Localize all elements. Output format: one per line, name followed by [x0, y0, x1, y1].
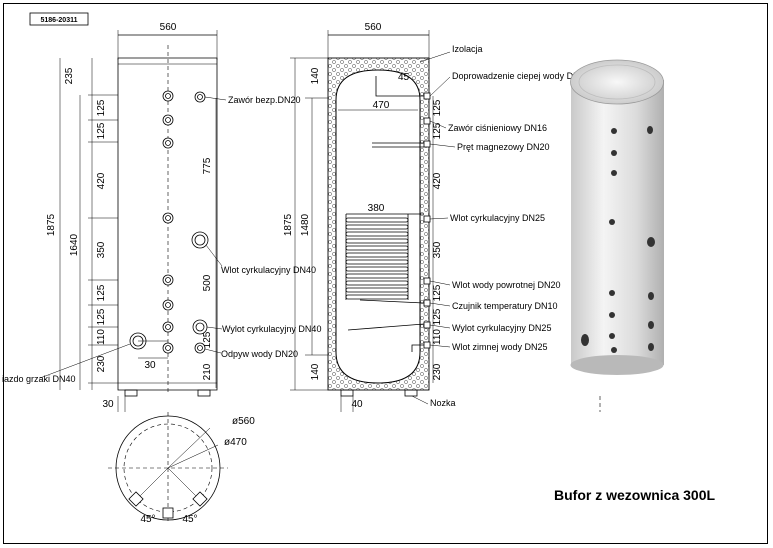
plan-outer-diameter: ø560 — [232, 416, 255, 427]
section-dim-140-top: 140 — [310, 67, 321, 84]
coil-turn — [345, 280, 409, 286]
front-left-dim-0: 125 — [96, 99, 107, 116]
label-pret: Pręt magnezowy DN20 — [457, 142, 550, 152]
front-dim-30: 30 — [144, 360, 156, 371]
coil-turn — [345, 252, 409, 258]
section-dim-470: 470 — [373, 100, 390, 111]
coil-turn — [345, 266, 409, 272]
coil-frame — [345, 213, 424, 300]
front-left-dim-5: 125 — [96, 308, 107, 325]
front-left-dim-3: 350 — [96, 241, 107, 258]
drawing-frame — [3, 3, 768, 544]
section-right-dim-3: 350 — [432, 241, 443, 258]
front-left-dim-2: 420 — [96, 172, 107, 189]
section-right-dim-6: 110 — [432, 329, 443, 345]
coil-turn — [345, 238, 409, 244]
section-dim-380: 380 — [368, 203, 385, 214]
front-right-dim-210: 210 — [202, 363, 213, 380]
plan-angle-left: 45° — [140, 514, 155, 525]
front-dim-1875: 1875 — [46, 213, 57, 236]
coil-turn — [345, 217, 409, 223]
section-view: 560 45 470 380 140 1875 — [283, 22, 590, 412]
section-right-dim-2: 420 — [432, 172, 443, 189]
front-right-dim-775: 775 — [202, 157, 213, 174]
section-right-dim-0: 125 — [432, 99, 443, 116]
plan-inner-diameter: ø470 — [224, 437, 247, 448]
label-izolacja: Izolacja — [452, 44, 483, 54]
section-dim-1480: 1480 — [300, 213, 311, 236]
coil-turn — [345, 273, 409, 279]
front-left-dim-6: 110 — [96, 329, 107, 345]
label-wlot-cyrk-40: Wlot cyrkulacyjny DN40 — [221, 265, 316, 275]
front-right-dim-500: 500 — [202, 274, 213, 291]
section-right-dim-5: 125 — [432, 308, 443, 325]
front-bottom-dim: 30 — [102, 399, 114, 410]
front-view: 560 235 1875 1640 125 125 420 350 — [2, 22, 321, 412]
label-gniazdo: iazdo grzaki DN40 — [2, 374, 76, 384]
front-width-label: 560 — [160, 22, 177, 33]
section-right-dim-7: 230 — [432, 363, 443, 380]
coil — [345, 213, 424, 300]
section-dim-1875: 1875 — [283, 213, 294, 236]
label-wlot-powrotnej: Wlot wody powrotnej DN20 — [452, 280, 561, 290]
label-zawor-cisn: Zawór ciśnieniowy DN16 — [448, 123, 547, 133]
section-dim-140-bottom: 140 — [310, 363, 321, 380]
label-wlot-zimnej: Wlot zimnej wody DN25 — [452, 342, 548, 352]
front-dim-1640: 1640 — [69, 233, 80, 256]
drawing-title: Bufor z wezownica 300L — [554, 487, 715, 503]
coil-turn — [345, 245, 409, 251]
section-width-label: 560 — [365, 22, 382, 33]
label-wylot-cyrk-40: Wylot cyrkulacyjny DN40 — [222, 324, 321, 334]
section-bottom-dim: 40 — [351, 399, 363, 410]
section-right-dim-1: 125 — [432, 122, 443, 139]
plan-view: ø560 ø470 45° 45° — [108, 412, 255, 525]
front-dim-235: 235 — [64, 67, 75, 84]
coil-turn — [345, 231, 409, 237]
label-odpyw: Odpyw wody DN20 — [221, 349, 298, 359]
label-wylot-cyrk-25: Wylot cyrkulacyjny DN25 — [452, 323, 551, 333]
drawing-code: 5186-20311 — [41, 17, 78, 24]
front-left-dim-4: 125 — [96, 284, 107, 301]
coil-turn — [345, 259, 409, 265]
label-wlot-cyrk-top: Wlot cyrkulacyjny DN25 — [450, 213, 545, 223]
label-doprowadzenie: Doprowadzenie ciepej wody DN25 — [452, 71, 590, 81]
section-right-dim-4: 125 — [432, 284, 443, 301]
tank-3d-render — [570, 59, 664, 412]
coil-turn — [345, 294, 409, 300]
front-right-dim-125: 125 — [202, 331, 213, 348]
front-left-dim-7: 230 — [96, 355, 107, 372]
coil-turn — [345, 287, 409, 293]
plan-angle-right: 45° — [182, 514, 197, 525]
coil-turn — [345, 224, 409, 230]
label-zawor-bezp: Zawór bezp.DN20 — [228, 95, 301, 105]
front-left-dim-1: 125 — [96, 122, 107, 139]
label-czujnik: Czujnik temperatury DN10 — [452, 301, 558, 311]
label-nozka: Nozka — [430, 398, 456, 408]
section-dim-45: 45 — [398, 72, 410, 83]
drawing-code-box — [29, 12, 89, 26]
